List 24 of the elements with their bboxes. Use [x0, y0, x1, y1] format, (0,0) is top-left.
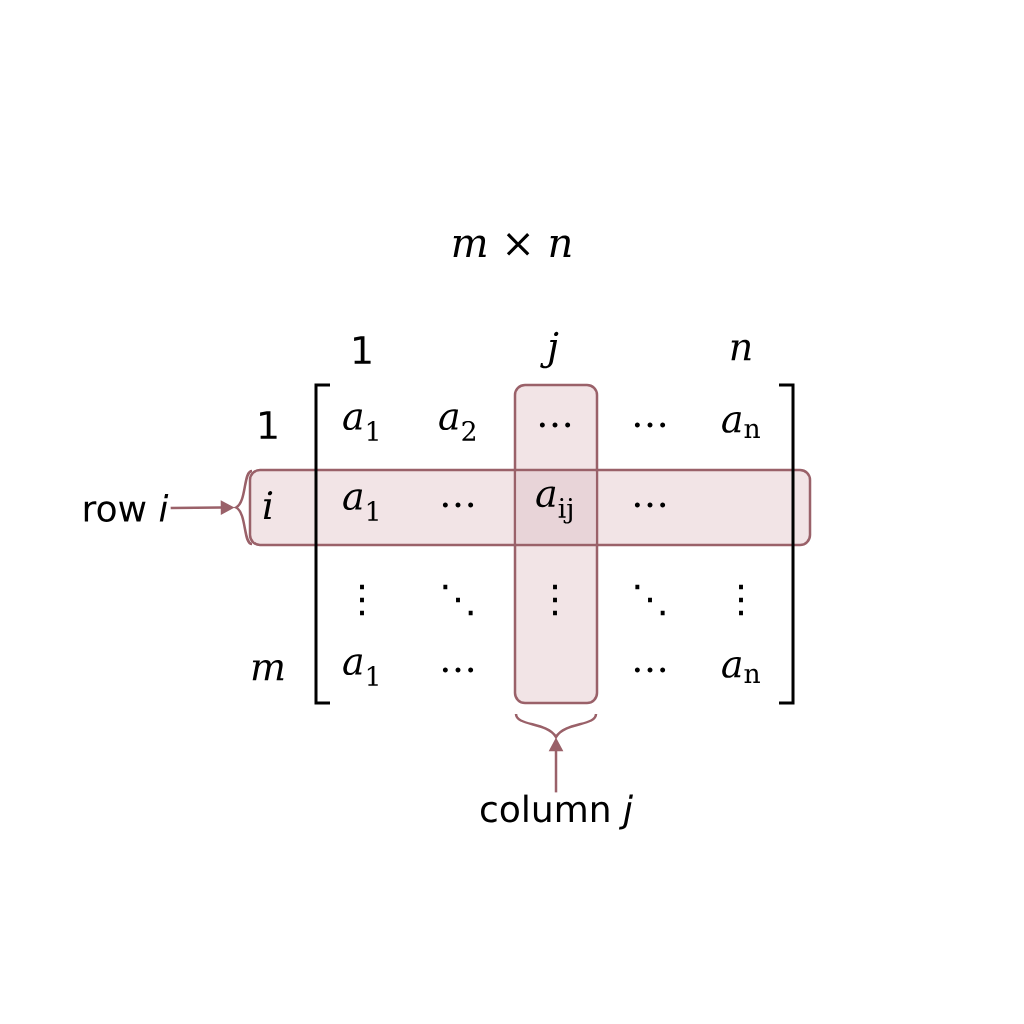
matrix-entry: …: [634, 422, 666, 428]
matrix-entry: ⋱: [443, 584, 473, 616]
matrix-entry: …: [634, 667, 666, 673]
matrix-entry: ⋱: [635, 584, 665, 616]
matrix-entry: a$_{1}$: [343, 489, 378, 521]
matrix-entry: a$_{2}$: [439, 409, 475, 441]
matrix-entry: …: [442, 502, 474, 508]
matrix-entry: …: [442, 667, 474, 673]
title: m × n: [453, 233, 571, 257]
matrix-entry: ⋮: [360, 584, 364, 616]
row-index: i: [263, 491, 273, 519]
column-index: j: [540, 331, 559, 369]
axis-label: column j: [481, 794, 633, 830]
matrix-entry: a$_{1}$: [343, 654, 378, 686]
row-index: m: [252, 659, 284, 681]
matrix-entry: …: [634, 502, 666, 508]
matrix-entry: a$_{n}$: [722, 657, 760, 683]
matrix-entry: ⋮: [553, 584, 557, 616]
matrix-entry: …: [539, 422, 571, 428]
column-index: 1: [354, 336, 371, 364]
axis-label: row i: [84, 494, 169, 522]
matrix-entry: a$_{ij}$: [536, 486, 572, 524]
matrix-entry: ⋮: [739, 584, 743, 616]
column-index: n: [731, 339, 751, 361]
